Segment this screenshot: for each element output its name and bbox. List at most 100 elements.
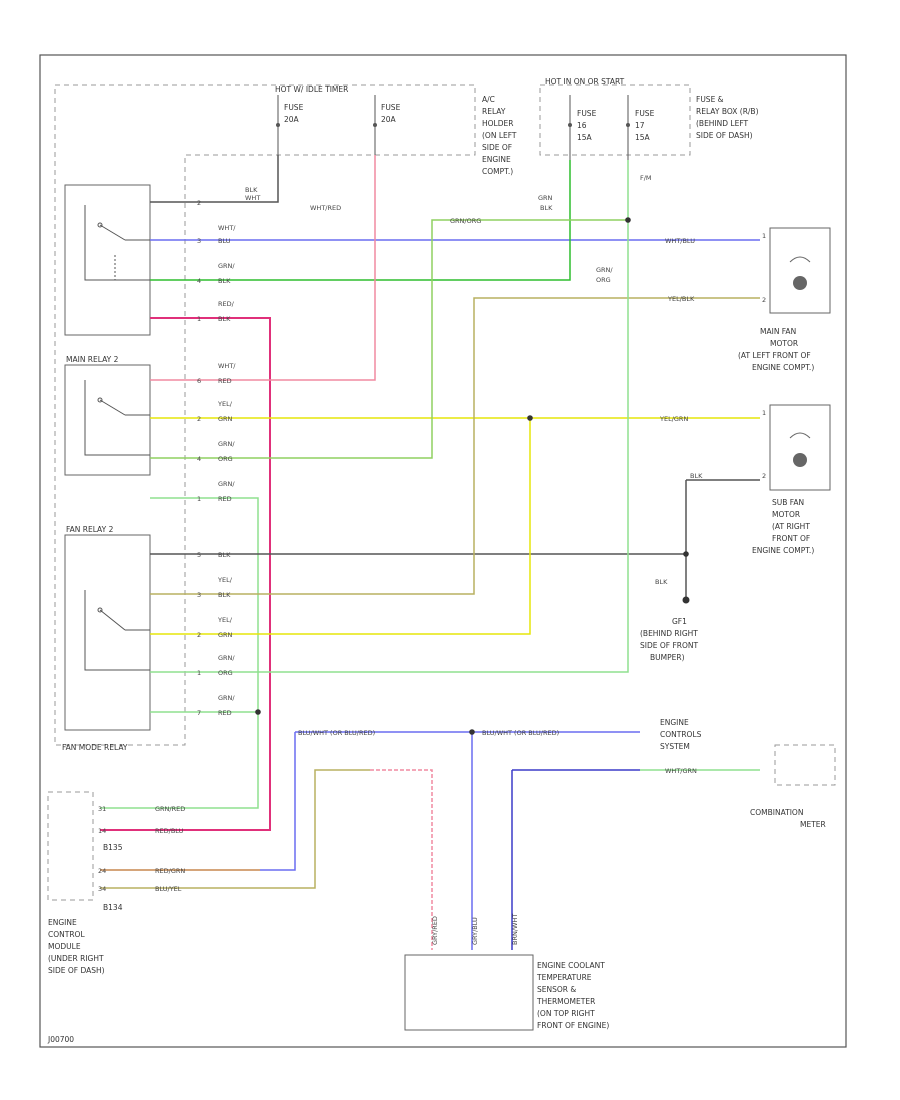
wire-label-r3-org: ORG: [218, 669, 233, 677]
fuse-c-name: FUSE: [577, 109, 597, 118]
svg-text:ENGINE COMPT.): ENGINE COMPT.): [752, 363, 814, 372]
wire-blk-wht: [150, 155, 279, 203]
fuse-b-name: FUSE: [381, 103, 401, 112]
svg-text:ENGINE: ENGINE: [660, 718, 689, 727]
fuse-c-num: 16: [577, 121, 587, 130]
pin-ecm-b: 14: [98, 827, 106, 835]
main-relay-2-switch: [84, 380, 150, 456]
svg-text:FRONT OF: FRONT OF: [772, 534, 810, 543]
svg-text:ENGINE: ENGINE: [48, 918, 77, 927]
combination-meter-box: [774, 744, 836, 786]
diagram-id: J00700: [47, 1035, 74, 1044]
wire-label-r1-red: RED/: [218, 300, 235, 308]
svg-text:RELAY BOX (R/B): RELAY BOX (R/B): [696, 107, 759, 116]
pin-r2-b: 2: [197, 415, 201, 423]
main-relay-2-label: MAIN RELAY 2: [66, 355, 119, 364]
svg-text:MOTOR: MOTOR: [772, 510, 800, 519]
sub-fan-motor: [769, 404, 831, 491]
pin-subfan-a: 1: [762, 409, 766, 417]
pin-r2-a: 6: [197, 377, 201, 385]
wire-label-r3-blk: BLK: [218, 551, 231, 559]
svg-text:GF1: GF1: [672, 617, 687, 626]
svg-text:(AT LEFT FRONT OF: (AT LEFT FRONT OF: [738, 351, 811, 360]
ground-label: GF1 (BEHIND RIGHT SIDE OF FRONT BUMPER): [640, 617, 699, 662]
wire-label-blk-right: BLK: [690, 472, 703, 480]
main-fan-motor-label: MAIN FAN MOTOR (AT LEFT FRONT OF ENGINE …: [738, 327, 814, 372]
pin-ecm-c: 24: [98, 867, 106, 875]
ecm-label: ENGINE CONTROL MODULE (UNDER RIGHT SIDE …: [48, 918, 105, 975]
ecm-box: [47, 791, 94, 901]
wire-fan-yel-blk: [150, 297, 760, 595]
engine-controls-label: ENGINE CONTROLS SYSTEM: [660, 718, 702, 751]
svg-text:SUB FAN: SUB FAN: [772, 498, 804, 507]
svg-text:CONTROL: CONTROL: [48, 930, 85, 939]
wire-label-blk-ground: BLK: [655, 578, 668, 586]
svg-text:(ON LEFT: (ON LEFT: [482, 131, 517, 140]
svg-text:ENGINE: ENGINE: [482, 155, 511, 164]
pin-r3-c: 2: [197, 631, 201, 639]
svg-text:MODULE: MODULE: [48, 942, 81, 951]
wire-label-grn-blk-top: GRN: [538, 194, 553, 202]
sub-fan-motor-label: SUB FAN MOTOR (AT RIGHT FRONT OF ENGINE …: [752, 498, 814, 555]
wire-label-r2-grn2: GRN/: [218, 440, 235, 448]
ac-relay-holder-label: A/C RELAY HOLDER (ON LEFT SIDE OF ENGINE…: [482, 95, 517, 176]
wire-grn-red: [100, 497, 259, 809]
fan-relay-2-box: [64, 534, 151, 731]
svg-text:SIDE OF DASH): SIDE OF DASH): [48, 966, 105, 975]
fuse-left-title: HOT W/ IDLE TIMER: [275, 85, 348, 94]
main-relay-2-box: [64, 364, 151, 476]
wire-label-r1-blu: BLU: [218, 237, 231, 245]
pin-r3-b: 3: [197, 591, 201, 599]
wire-label-ecm-bluyel: BLU/YEL: [155, 885, 182, 893]
wire-label-blk-wht-b: WHT: [245, 194, 260, 202]
pin-subfan-b: 2: [762, 472, 766, 480]
svg-text:MAIN FAN: MAIN FAN: [760, 327, 796, 336]
svg-text:(UNDER RIGHT: (UNDER RIGHT: [48, 954, 104, 963]
wire-label-r2-grn3: GRN/: [218, 480, 235, 488]
svg-text:COMBINATION: COMBINATION: [750, 808, 803, 817]
svg-text:(ON TOP RIGHT: (ON TOP RIGHT: [537, 1009, 595, 1018]
fan-mode-relay-label: FAN MODE RELAY: [62, 743, 128, 752]
pin-mainfan-b: 2: [762, 296, 766, 304]
svg-text:(BEHIND LEFT: (BEHIND LEFT: [696, 119, 749, 128]
wire-label-r1-blk2: BLK: [218, 315, 231, 323]
fuse-b: [373, 95, 377, 155]
fuse-a-name: FUSE: [284, 103, 304, 112]
svg-text:SENSOR &: SENSOR &: [537, 985, 576, 994]
wire-label-wht-blu-right: WHT/BLU: [665, 237, 695, 245]
wire-label-yel-blk-right: YEL/BLK: [667, 295, 695, 303]
wire-grn-org: [150, 219, 628, 459]
wire-label-r3-yel2: YEL/: [217, 616, 233, 624]
main-relay-1-switch: [84, 205, 150, 281]
fuse-right-title: HOT IN ON OR START: [545, 77, 625, 86]
svg-text:THERMOMETER: THERMOMETER: [536, 997, 595, 1006]
svg-text:(AT RIGHT: (AT RIGHT: [772, 522, 810, 531]
pin-r1-a: 2: [197, 199, 201, 207]
svg-text:RELAY: RELAY: [482, 107, 506, 116]
fan-relay-2-switch: [84, 590, 150, 671]
main-relay-1-box: [64, 184, 151, 336]
pin-r3-e: 7: [197, 709, 201, 717]
fan-relay-2-label: FAN RELAY 2: [66, 525, 114, 534]
pin-r1-d: 1: [197, 315, 201, 323]
svg-text:SIDE OF DASH): SIDE OF DASH): [696, 131, 753, 140]
svg-text:ENGINE COOLANT: ENGINE COOLANT: [537, 961, 605, 970]
wire-red-blk: [100, 317, 271, 831]
junction-dots: [255, 217, 690, 735]
pin-ecm-d: 34: [98, 885, 106, 893]
sensor-box: [404, 954, 534, 1031]
fuse-relay-box-label: FUSE & RELAY BOX (R/B) (BEHIND LEFT SIDE…: [696, 95, 759, 140]
ecm-connector-a: B135: [103, 843, 123, 852]
wire-label-r2-wht: WHT/: [218, 362, 236, 370]
fuse-d-num: 17: [635, 121, 645, 130]
pin-ecm-a: 31: [98, 805, 106, 813]
pin-mainfan-a: 1: [762, 232, 766, 240]
pin-r3-d: 1: [197, 669, 201, 677]
wires: [100, 155, 760, 950]
wire-label-grn-org-vert-b: ORG: [596, 276, 611, 284]
pin-r2-d: 1: [197, 495, 201, 503]
wire-label-r2-grn: GRN: [218, 415, 233, 423]
wire-label-bus-right: BLU/WHT (OR BLU/RED): [482, 729, 559, 737]
fuse-d-name: FUSE: [635, 109, 655, 118]
